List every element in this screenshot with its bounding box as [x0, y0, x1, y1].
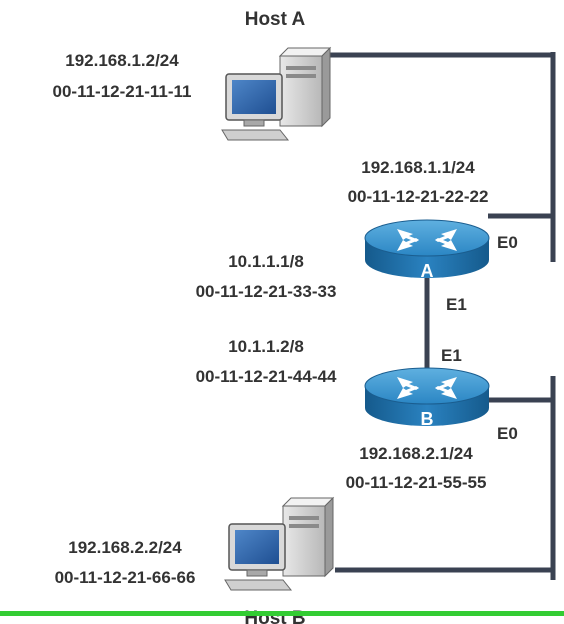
router-b-e0-mac: 00-11-12-21-55-55: [346, 473, 487, 492]
router-a-e1-name: E1: [446, 295, 467, 314]
host-a-name: Host A: [245, 9, 306, 30]
router-b-label: B: [421, 409, 434, 429]
host-b-ip: 192.168.2.2/24: [68, 538, 182, 557]
router-a-label: A: [421, 261, 434, 281]
lan-segment-a: [320, 52, 556, 262]
router-b-e1-name: E1: [441, 346, 462, 365]
router-a-e1-ip: 10.1.1.1/8: [228, 252, 304, 271]
lan-segment-b: [335, 376, 556, 580]
bottom-accent-bar: [0, 611, 564, 616]
router-a-e0-mac: 00-11-12-21-22-22: [348, 187, 489, 206]
router-b-e1-ip: 10.1.1.2/8: [228, 337, 304, 356]
router-a-e0-ip: 192.168.1.1/24: [361, 158, 475, 177]
host-a-ip: 192.168.1.2/24: [65, 51, 179, 70]
router-b[interactable]: B: [364, 367, 490, 429]
router-b-e0-name: E0: [497, 424, 518, 443]
router-a[interactable]: A: [364, 219, 490, 281]
router-icon: [364, 367, 490, 426]
desktop-computer-icon: [224, 496, 335, 591]
router-a-e0-name: E0: [497, 233, 518, 252]
host-a-mac: 00-11-12-21-11-11: [53, 82, 192, 101]
host-b-mac: 00-11-12-21-66-66: [55, 568, 196, 587]
router-a-e1-mac: 00-11-12-21-33-33: [196, 282, 337, 301]
router-b-e1-mac: 00-11-12-21-44-44: [196, 367, 337, 386]
host-b-computer[interactable]: [224, 496, 335, 591]
router-b-e0-ip: 192.168.2.1/24: [359, 444, 473, 463]
host-a-computer[interactable]: [221, 46, 332, 141]
desktop-computer-icon: [221, 46, 332, 141]
router-icon: [364, 219, 490, 278]
